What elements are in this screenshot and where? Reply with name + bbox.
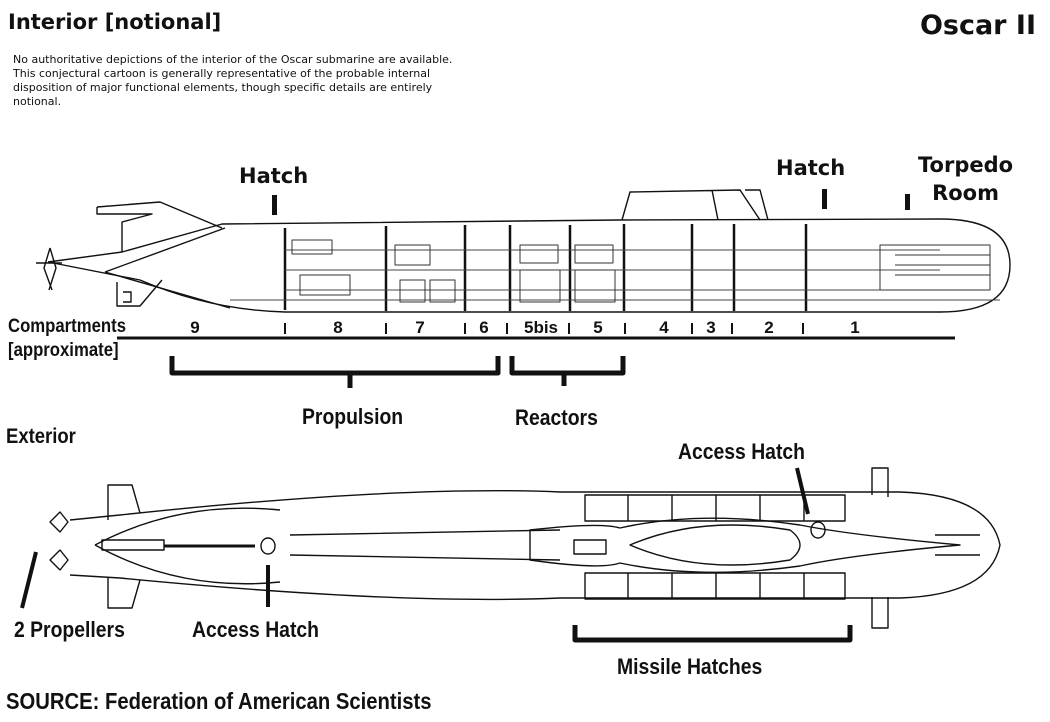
- compartment-6: 6: [479, 318, 489, 337]
- propeller-upper-icon: [49, 511, 69, 533]
- compartment-5bis: 5bis: [523, 318, 559, 337]
- sail: [621, 189, 769, 221]
- source-credit: SOURCE: Federation of American Scientist…: [6, 688, 432, 714]
- propeller-lower-icon: [49, 549, 69, 571]
- compartment-3: 3: [706, 318, 716, 337]
- compartment-7: 7: [415, 318, 425, 337]
- label-hatch-fwd: Hatch: [776, 156, 846, 180]
- hull-outline: [47, 218, 1011, 313]
- label-torpedo-room: Torpedo Room: [918, 153, 1014, 205]
- exterior-hull-outline: [69, 489, 1001, 601]
- missile-hatches-bracket: [572, 625, 853, 643]
- compartments-sublabel: [approximate]: [8, 340, 119, 361]
- compartments-label: Compartments: [8, 316, 126, 337]
- exterior-top-view: [49, 467, 1001, 629]
- upper-fin: [96, 201, 223, 252]
- description-text: No authoritative depictions of the inter…: [13, 53, 453, 108]
- compartment-1: 1: [850, 318, 860, 337]
- missile-tubes-upper: [584, 494, 846, 522]
- group-label-reactors: Reactors: [515, 405, 598, 430]
- lower-fin: [116, 279, 163, 307]
- compartment-5: 5: [593, 318, 603, 337]
- label-propellers: 2 Propellers: [14, 617, 125, 642]
- bulkheads: [283, 224, 808, 311]
- section-title-interior: Interior [notional]: [8, 10, 222, 34]
- compartment-ticks: [284, 323, 804, 334]
- access-hatch-fwd-leader: [795, 467, 810, 515]
- label-missile-hatches: Missile Hatches: [617, 654, 763, 679]
- compartment-2: 2: [764, 318, 774, 337]
- propellers-leader: [20, 551, 38, 609]
- hatch-aft-marker: [272, 195, 277, 215]
- group-label-propulsion: Propulsion: [302, 404, 404, 429]
- compartment-9: 9: [190, 318, 200, 337]
- access-hatch-aft-icon: [260, 537, 276, 555]
- missile-tubes-lower: [584, 572, 846, 600]
- section-title-exterior: Exterior: [6, 425, 76, 448]
- center-spine: [529, 517, 961, 574]
- label-access-hatch-fwd: Access Hatch: [678, 439, 805, 464]
- propulsion-bracket: [169, 356, 501, 388]
- access-hatch-fwd-icon: [810, 521, 826, 539]
- propeller-icon: [36, 247, 62, 291]
- torpedo-room-marker: [905, 194, 910, 210]
- interior-cutaway: [36, 189, 1011, 313]
- center-pod: [629, 524, 801, 566]
- compartment-4: 4: [659, 318, 669, 337]
- reactors-bracket: [509, 356, 626, 386]
- label-hatch-aft: Hatch: [239, 164, 309, 188]
- diagram-title: Oscar II: [919, 10, 1036, 41]
- compartment-8: 8: [333, 318, 343, 337]
- label-access-hatch-aft: Access Hatch: [192, 617, 319, 642]
- hatch-fwd-marker: [822, 189, 827, 209]
